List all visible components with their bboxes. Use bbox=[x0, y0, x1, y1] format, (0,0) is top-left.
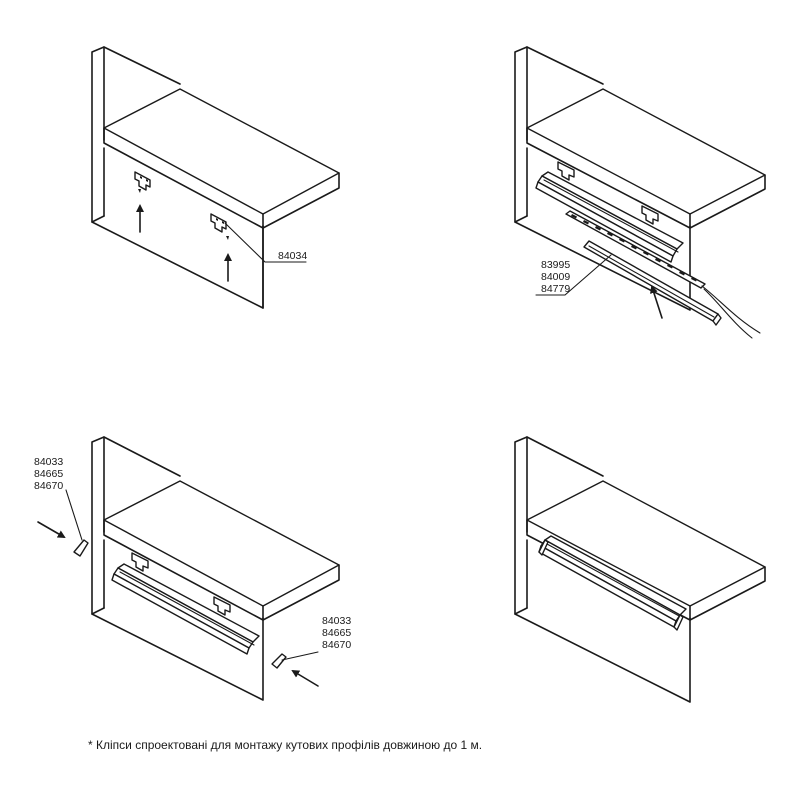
part-number: 84665 bbox=[322, 627, 351, 639]
led-profile bbox=[535, 171, 684, 263]
callout-leader bbox=[224, 222, 307, 263]
panel-step3: 84033 84665 84670 84033 84665 84670 bbox=[34, 436, 351, 701]
part-number: 83995 bbox=[541, 259, 570, 271]
diffuser-cover bbox=[583, 240, 722, 326]
part-number: 84009 bbox=[541, 271, 570, 283]
callout-leader bbox=[65, 489, 319, 661]
part-number: 84033 bbox=[34, 456, 63, 468]
mounting-clip bbox=[134, 171, 151, 191]
part-number: 84670 bbox=[34, 480, 63, 492]
panel-step1: 84034 bbox=[91, 46, 340, 309]
part-number: 84670 bbox=[322, 639, 351, 651]
cabinet bbox=[514, 46, 766, 311]
part-number: 84779 bbox=[541, 283, 570, 295]
part-number: 84033 bbox=[322, 615, 351, 627]
led-profile bbox=[111, 563, 260, 655]
led-profile-installed bbox=[538, 535, 687, 631]
part-number: 84034 bbox=[278, 250, 307, 262]
arrow-left-icon bbox=[291, 669, 319, 687]
led-strip bbox=[565, 210, 706, 289]
footnote: * Кліпси спроектовані для монтажу кутови… bbox=[88, 738, 483, 752]
screw-icon bbox=[138, 189, 229, 240]
cabinet bbox=[514, 436, 766, 703]
callout-leader bbox=[535, 254, 612, 296]
arrow-right-icon bbox=[37, 521, 66, 538]
mounting-clip bbox=[210, 213, 227, 233]
cabinet bbox=[91, 436, 340, 701]
mounting-clip bbox=[131, 552, 231, 616]
mounting-clip bbox=[557, 161, 659, 225]
arrow-up-icon bbox=[650, 285, 663, 319]
part-number: 84665 bbox=[34, 468, 63, 480]
end-cap bbox=[73, 539, 287, 669]
cable-icon bbox=[701, 285, 761, 339]
arrow-up-icon bbox=[136, 204, 232, 282]
panel-step4 bbox=[514, 436, 766, 703]
cabinet bbox=[91, 46, 340, 309]
panel-step2: 83995 84009 84779 bbox=[514, 46, 766, 339]
